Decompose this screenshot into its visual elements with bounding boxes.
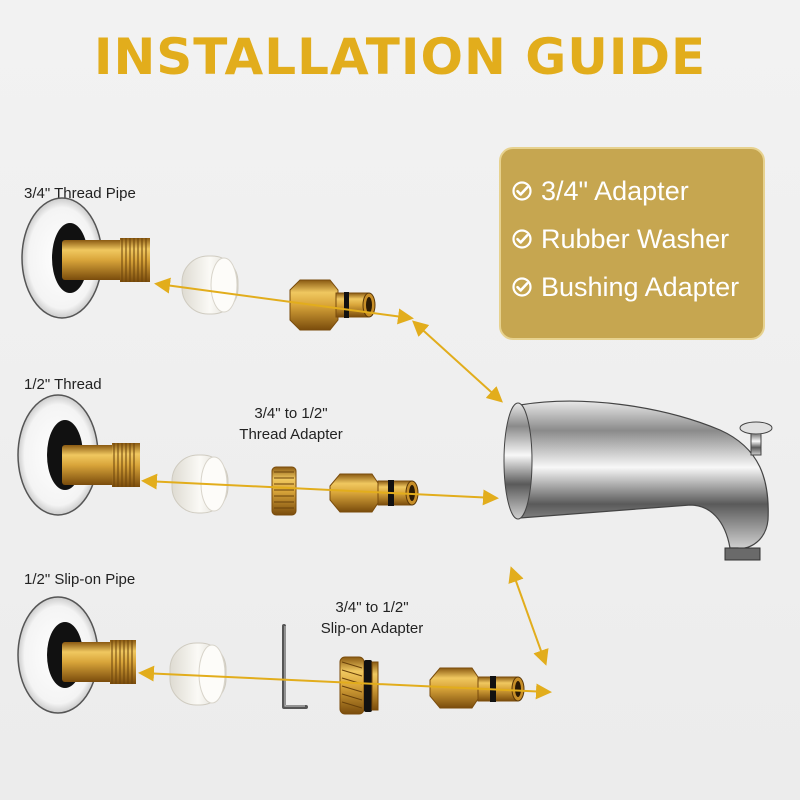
check-circle-icon [512, 277, 532, 297]
feature-item: Rubber Washer [501, 215, 763, 263]
slipon-adapter-caption-line1: 3/4" to 1/2" [335, 599, 409, 616]
feature-label: 3/4" Adapter [541, 175, 689, 206]
thread-adapter-caption-line2: Thread Adapter [239, 426, 343, 443]
assembly-arrows [138, 277, 552, 700]
bushing-row2 [271, 466, 297, 516]
row1-label: 3/4" Thread Pipe [24, 185, 136, 202]
check-circle-icon [512, 229, 532, 249]
pipe-row2 [62, 443, 140, 487]
feature-item: 3/4" Adapter [501, 167, 763, 215]
pipe-row1 [62, 238, 150, 282]
page-title: INSTALLATION GUIDE [93, 28, 707, 86]
adapter-row1 [289, 279, 376, 331]
feature-label: Rubber Washer [541, 223, 730, 254]
row2-label: 1/2" Thread [24, 376, 102, 393]
feature-item: Bushing Adapter [501, 263, 763, 311]
knurled-nut-row3 [339, 656, 379, 715]
hex-key-row3 [282, 624, 308, 709]
check-circle-icon [512, 181, 532, 201]
tub-spout [503, 400, 773, 561]
rubber-washer-row1 [181, 255, 239, 315]
slipon-adapter-caption-line2: Slip-on Adapter [320, 620, 424, 637]
features-box: 3/4" Adapter Rubber Washer Bushing Adapt… [499, 147, 765, 340]
pipe-row3 [62, 640, 136, 684]
feature-label: Bushing Adapter [541, 271, 740, 302]
thread-adapter-caption: 3/4" to 1/2" Thread Adapter [201, 403, 381, 445]
thread-adapter-caption-line1: 3/4" to 1/2" [254, 405, 328, 422]
slipon-adapter-caption: 3/4" to 1/2" Slip-on Adapter [282, 597, 462, 639]
row3-label: 1/2" Slip-on Pipe [24, 571, 136, 588]
